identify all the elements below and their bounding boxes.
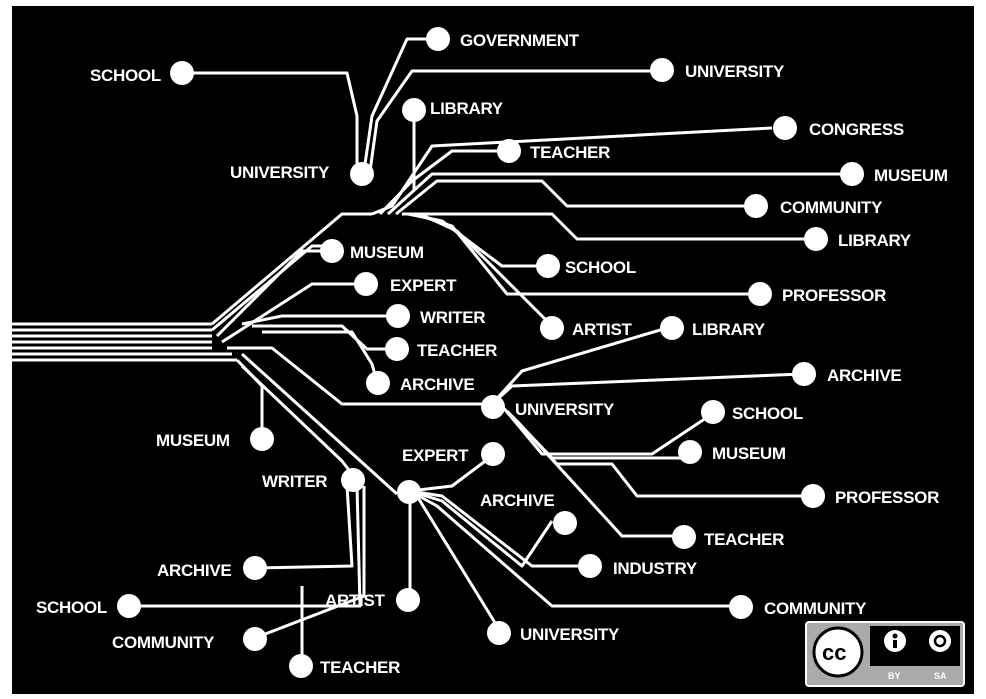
cc-icon: [812, 626, 864, 678]
label-museum-tr: MUSEUM: [874, 166, 948, 185]
node-museum-left: [250, 427, 274, 451]
label-archive-low: ARCHIVE: [157, 561, 231, 580]
node-library-r: [804, 227, 828, 251]
sa-icon: [929, 630, 951, 652]
label-congress: CONGRESS: [809, 120, 904, 139]
node-community-low: [243, 627, 267, 651]
label-teacher-top: TEACHER: [530, 143, 610, 162]
label-artist-low: ARTIST: [325, 591, 386, 610]
label-industry: INDUSTRY: [613, 559, 698, 578]
cc-sa-label: SA: [934, 671, 947, 681]
node-government: [426, 27, 450, 51]
cc-license-badge[interactable]: cc BY SA: [805, 621, 965, 687]
label-teacher-mid: TEACHER: [417, 341, 497, 360]
wires: [12, 37, 852, 661]
label-archive-mid: ARCHIVE: [400, 375, 474, 394]
label-museum-left: MUSEUM: [156, 431, 230, 450]
label-expert-mid: EXPERT: [390, 276, 457, 295]
node-writer-mid: [386, 304, 410, 328]
node-professor-r: [801, 484, 825, 508]
node-museum-r: [678, 440, 702, 464]
label-museum-mid: MUSEUM: [350, 243, 424, 262]
network-diagram: GOVERNMENT SCHOOL UNIVERSITY LIBRARY CON…: [12, 27, 965, 687]
label-artist-mid: ARTIST: [572, 320, 633, 339]
label-professor-r: PROFESSOR: [835, 488, 939, 507]
label-community-r: COMMUNITY: [764, 599, 867, 618]
node-artist-mid: [540, 316, 564, 340]
node-museum-tr: [840, 162, 864, 186]
label-school-low: SCHOOL: [36, 598, 107, 617]
node-archive-mid: [366, 371, 390, 395]
node-professor-top: [748, 282, 772, 306]
node-university-tr: [650, 58, 674, 82]
node-community-r: [729, 595, 753, 619]
node-expert-hub: [397, 480, 421, 504]
node-congress: [773, 116, 797, 140]
node-school-low: [117, 594, 141, 618]
label-university-left: UNIVERSITY: [230, 163, 330, 182]
label-expert-low: EXPERT: [402, 446, 469, 465]
label-school-r: SCHOOL: [732, 404, 803, 423]
label-writer-mid: WRITER: [420, 308, 485, 327]
label-university-tr: UNIVERSITY: [685, 62, 785, 81]
node-teacher-mid: [385, 337, 409, 361]
label-archive-c: ARCHIVE: [480, 491, 554, 510]
node-writer-low: [341, 468, 365, 492]
svg-text:cc: cc: [822, 640, 846, 665]
label-archive-r: ARCHIVE: [827, 366, 901, 385]
node-industry: [578, 554, 602, 578]
node-university-low: [487, 621, 511, 645]
nodes: GOVERNMENT SCHOOL UNIVERSITY LIBRARY CON…: [36, 27, 948, 678]
node-teacher-low: [289, 654, 313, 678]
node-archive-c: [553, 511, 577, 535]
label-writer-low: WRITER: [262, 472, 327, 491]
diagram-frame: GOVERNMENT SCHOOL UNIVERSITY LIBRARY CON…: [12, 6, 974, 694]
node-university-left: [350, 162, 374, 186]
node-artist-low: [396, 588, 420, 612]
node-teacher-r: [672, 525, 696, 549]
node-expert-low: [481, 442, 505, 466]
node-museum-mid: [320, 239, 344, 263]
label-library-mid: LIBRARY: [692, 320, 766, 339]
label-government: GOVERNMENT: [460, 31, 580, 50]
node-school-r: [701, 400, 725, 424]
node-community-tr: [744, 194, 768, 218]
node-school-mid: [536, 254, 560, 278]
node-library-mid: [660, 316, 684, 340]
label-school-mid: SCHOOL: [565, 258, 636, 277]
label-library-r: LIBRARY: [838, 231, 912, 250]
label-community-low: COMMUNITY: [112, 633, 215, 652]
label-teacher-r: TEACHER: [704, 530, 784, 549]
label-museum-r: MUSEUM: [712, 444, 786, 463]
node-archive-r: [792, 362, 816, 386]
label-school-tl: SCHOOL: [90, 66, 161, 85]
node-school-tl: [170, 61, 194, 85]
node-teacher-top: [497, 139, 521, 163]
label-professor-top: PROFESSOR: [782, 286, 886, 305]
label-community-tr: COMMUNITY: [780, 198, 883, 217]
label-university-low: UNIVERSITY: [520, 625, 620, 644]
node-library-top: [402, 98, 426, 122]
label-library-top: LIBRARY: [430, 99, 504, 118]
label-university-c: UNIVERSITY: [515, 400, 615, 419]
node-university-c: [481, 395, 505, 419]
cc-by-label: BY: [888, 671, 901, 681]
node-expert-mid: [354, 272, 378, 296]
node-archive-low: [243, 556, 267, 580]
label-teacher-low: TEACHER: [320, 658, 400, 677]
